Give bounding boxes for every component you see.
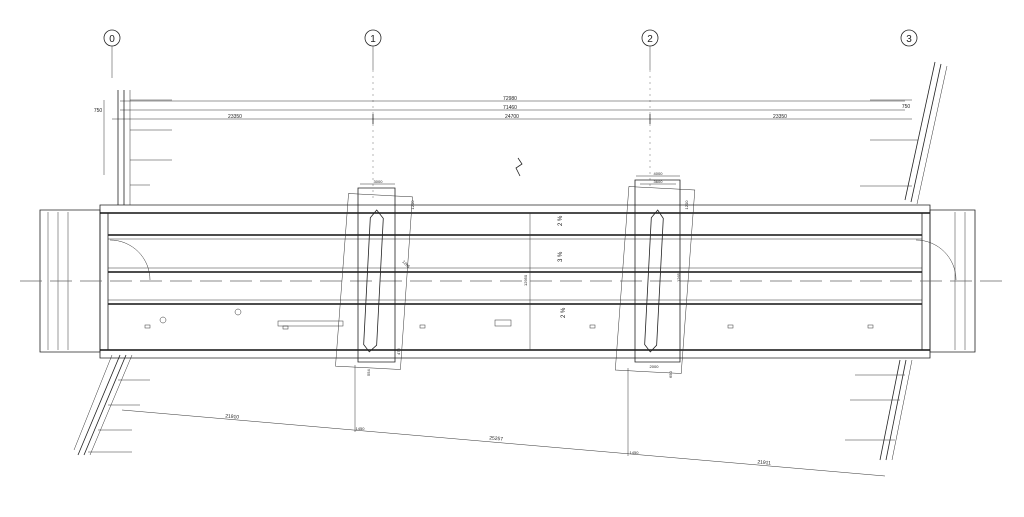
axis-marker-2: 2 (641, 29, 659, 70)
dim-pier2-lower: 650 (668, 371, 673, 378)
dim-bottom-right: 21911 (757, 459, 771, 466)
dim-span-right: 23350 (773, 114, 787, 120)
bridge-deck (39, 204, 976, 359)
dim-deck-width: 12950 (523, 274, 528, 286)
dim-pier2-b: 3600 (654, 179, 664, 184)
right-abutment (845, 61, 948, 461)
dim-pier2-bottom: 2000 (650, 364, 660, 369)
dim-pier2-a: 4000 (654, 171, 664, 176)
slope-middle: 3 % (558, 251, 564, 262)
svg-text:2: 2 (647, 34, 653, 45)
dim-bottom-offset-1: 1450 (356, 426, 366, 431)
dim-pier1-angle: 1265 (401, 259, 411, 269)
dim-bottom-offset-2: 1450 (630, 450, 640, 455)
dim-pier2-mid: 1265 (676, 272, 681, 282)
dim-pier1-bottom: 554 (366, 369, 371, 376)
dim-bottom-mid: 25257 (489, 435, 504, 442)
axis-marker-0: 0 (103, 29, 121, 78)
break-symbol (515, 157, 523, 177)
dim-bottom-left: 21910 (225, 413, 240, 420)
slope-top: 2 % (558, 215, 564, 226)
dim-span-mid: 24700 (505, 114, 519, 120)
svg-text:1: 1 (370, 34, 376, 45)
deck-details (109, 239, 957, 330)
pier-2: 4000 3600 1200 1265 2000 650 (615, 171, 696, 378)
axis-marker-3: 3 (900, 29, 918, 47)
dim-overall: 72980 (503, 96, 517, 102)
dim-end-left: 750 (94, 108, 103, 114)
left-abutment (73, 90, 172, 456)
dim-span-total: 71460 (503, 105, 517, 111)
slope-bottom: 2 % (561, 307, 567, 318)
dim-end-right: 750 (902, 104, 911, 110)
dim-pier2-side: 1200 (684, 200, 689, 210)
bottom-dimensions: 21910 25257 21911 1450 1450 (121, 365, 886, 477)
axis-marker-1: 1 (364, 29, 382, 70)
top-dimensions: 72980 71460 23350 24700 23350 750 750 (94, 96, 912, 124)
pier-1: 3000 1200 1265 476 554 (335, 179, 415, 376)
dim-pier1-a: 3000 (374, 179, 384, 184)
dim-pier1-side: 1200 (410, 200, 415, 210)
dim-span-left: 23350 (228, 114, 242, 120)
svg-text:0: 0 (109, 34, 115, 45)
svg-text:3: 3 (906, 34, 912, 45)
dim-pier1-lower: 476 (396, 348, 401, 355)
